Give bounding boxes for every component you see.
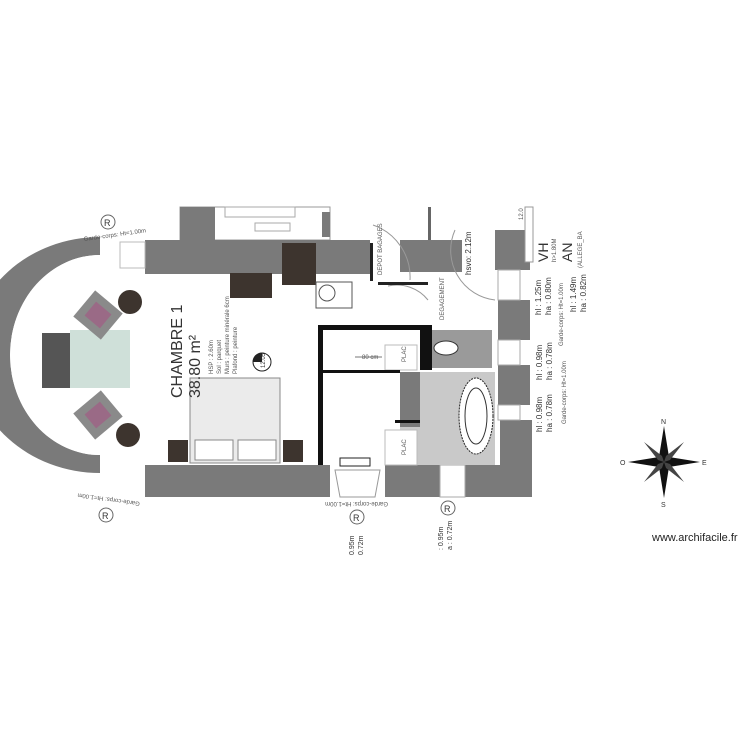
nightstand-right <box>283 440 303 462</box>
degagement-label: DEGAGEMENT <box>440 277 446 320</box>
upper-structure <box>179 206 431 242</box>
bathroom <box>318 325 495 466</box>
window-hl: hl : 1.49m <box>569 277 578 312</box>
width-80-label: 80 cm <box>362 355 378 361</box>
svg-text:R: R <box>102 511 109 521</box>
svg-text:E: E <box>702 460 707 467</box>
svg-text:O: O <box>620 460 626 467</box>
room-note: Plafond : peinture <box>233 326 239 374</box>
badge-top-right: 12.0 <box>519 208 525 220</box>
side-table-top <box>118 290 142 314</box>
window-ha: a : 0.72m <box>447 521 454 550</box>
armchair-top <box>73 290 123 340</box>
bay-floor <box>70 330 130 388</box>
garde-corps-label: Garde-corps: Ht=1.00m <box>559 283 565 346</box>
desk <box>230 273 272 298</box>
window-hl: hl : 1.25m <box>534 280 543 315</box>
an-sub: (ALLEGE_BA <box>578 231 584 268</box>
armchair-bottom <box>73 390 123 440</box>
garde-corps-label: Garde-corps: Ht=1.00m <box>77 491 140 506</box>
garde-corps-label: Garde-corps: Ht=1.00m <box>325 500 388 506</box>
wardrobe <box>282 243 316 285</box>
toilet <box>433 340 459 356</box>
garde-corps-label: Garde-corps: Ht=1.00m <box>83 228 146 243</box>
room-note: HSP : 2.60m <box>209 340 215 374</box>
vh-label: VH <box>535 243 551 262</box>
nightstand-left <box>168 440 188 462</box>
plac-label: PLAC <box>402 439 408 455</box>
room-area: 38.80 m² <box>187 334 204 398</box>
room-name: CHAMBRE 1 <box>169 305 186 398</box>
furniture <box>73 290 303 464</box>
compass-rose-icon: N S E O <box>620 419 707 509</box>
room-note: Sol : parquet <box>217 340 223 374</box>
bottom-wall <box>145 457 500 498</box>
vh-sub: h>1.80M <box>552 238 558 262</box>
top-wall <box>119 224 462 309</box>
room-note: Murs : peinture minérale 6cm <box>225 296 231 374</box>
svg-text:R: R <box>104 218 111 228</box>
site-watermark: www.archifacile.fr <box>652 532 738 544</box>
window-ha: ha : 0.80m <box>544 277 553 315</box>
window-hl: 0.95m <box>349 535 356 555</box>
window-hl: hl : 0.98m <box>535 345 544 380</box>
window-ha: ha : 0.78m <box>545 394 554 432</box>
side-table-bottom <box>116 423 140 447</box>
window-hl: : 0.95m <box>438 526 445 550</box>
window-ha: ha : 0.82m <box>579 274 588 312</box>
an-label: AN <box>559 243 575 262</box>
window-ha: ha : 0.78m <box>545 342 554 380</box>
r-marker: R <box>98 507 114 523</box>
svg-text:R: R <box>353 513 360 523</box>
window-ha: 0.72m <box>358 535 365 555</box>
garde-corps-label: Garde-corps: Ht=1.00m <box>562 361 568 424</box>
right-walls <box>450 206 534 497</box>
r-marker: R <box>349 509 365 525</box>
height-badge: 12.05 <box>252 352 272 372</box>
radiator <box>42 333 70 388</box>
svg-text:N: N <box>661 419 666 426</box>
svg-text:12.05: 12.05 <box>261 352 267 368</box>
plac-label: PLAC <box>402 346 408 362</box>
svg-text:S: S <box>661 502 666 509</box>
window-hl: hl : 0.98m <box>535 397 544 432</box>
r-marker: R <box>100 214 116 230</box>
svg-text:R: R <box>444 504 451 514</box>
depot-label: DEPOT BAGAGES <box>378 223 384 275</box>
r-marker: R <box>440 500 456 516</box>
hsvo-label: hsvo: 2.12m <box>464 231 473 275</box>
